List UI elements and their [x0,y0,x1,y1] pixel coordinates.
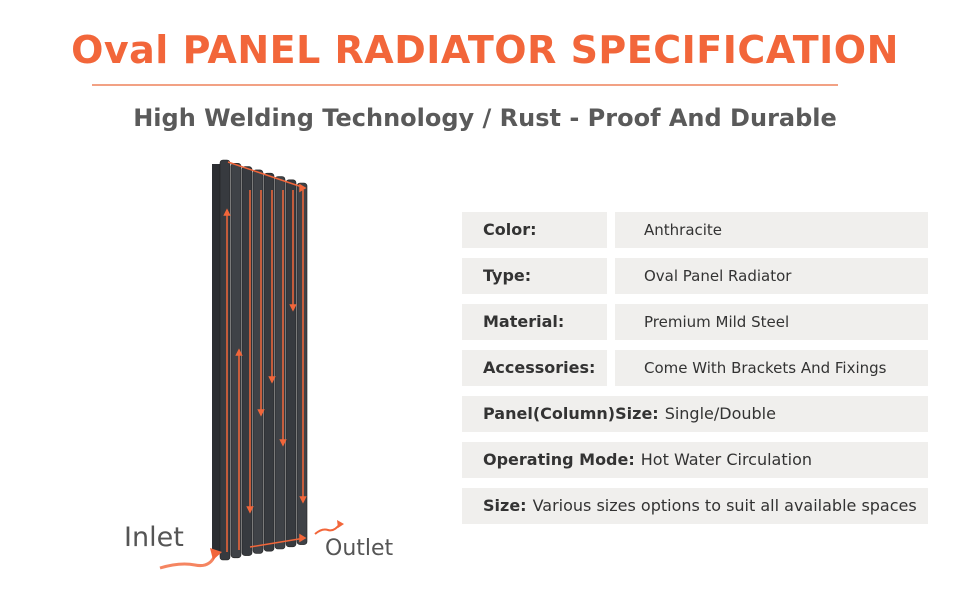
radiator-column [285,179,297,548]
flow-arrows [223,161,307,552]
title-underline [92,84,838,86]
arrowhead-icon [289,304,297,312]
spec-label: Operating Mode: [483,450,635,469]
arrowhead-icon [223,208,231,216]
spec-row-type: Type: Oval Panel Radiator [462,258,928,294]
spec-label: Accessories: [462,350,607,386]
spec-value: Various sizes options to suit all availa… [532,496,917,515]
spec-value: Anthracite [615,212,928,248]
spec-row-panel-size: Panel(Column)Size: Single/Double [462,396,928,432]
spec-value: Hot Water Circulation [640,450,813,469]
arrowhead-icon [246,506,254,514]
flow-line [249,537,306,548]
spec-label: Color: [462,212,607,248]
spec-value: Oval Panel Radiator [615,258,928,294]
radiator-column [219,159,231,561]
spec-value: Premium Mild Steel [615,304,928,340]
arrowhead-icon [299,533,307,543]
radiator-diagram [159,159,344,570]
spec-value: Single/Double [664,404,776,423]
spec-value: Come With Brackets And Fixings [615,350,928,386]
inlet-label: Inlet [124,522,184,553]
page-subtitle: High Welding Technology / Rust - Proof A… [133,104,837,132]
spec-row-operating-mode: Operating Mode: Hot Water Circulation [462,442,928,478]
spec-row-size: Size: Various sizes options to suit all a… [462,488,928,524]
radiator-column [296,182,308,545]
spec-row-accessories: Accessories: Come With Brackets And Fixi… [462,350,928,386]
arrowhead-icon [235,348,243,356]
inlet-flow-arrow-icon [159,554,217,570]
arrowhead-icon [279,439,287,447]
flow-line [227,161,306,189]
arrowhead-icon [299,496,307,504]
spec-label: Material: [462,304,607,340]
spec-label: Type: [462,258,607,294]
arrowhead-icon [257,409,265,417]
outlet-flow-arrow-icon [314,523,341,535]
page-title: Oval PANEL RADIATOR SPECIFICATION [71,28,899,72]
spec-label: Size: [483,496,527,515]
spec-row-color: Color: Anthracite [462,212,928,248]
arrowhead-icon [268,376,276,384]
spec-label: Panel(Column)Size: [483,404,659,423]
outlet-label: Outlet [325,536,394,561]
arrowhead-icon [299,183,307,193]
spec-row-material: Material: Premium Mild Steel [462,304,928,340]
